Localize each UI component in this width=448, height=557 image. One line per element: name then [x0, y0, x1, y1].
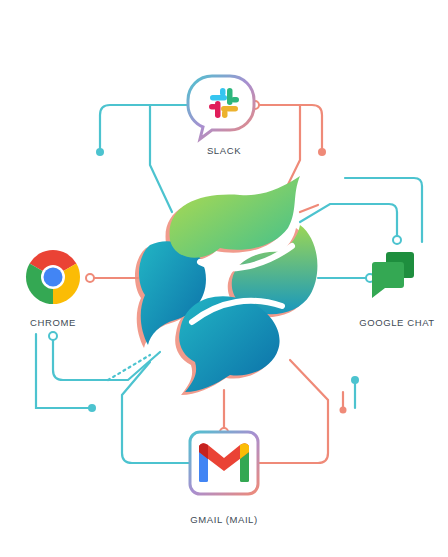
chrome-icon [26, 250, 80, 304]
app-label: GMAIL (MAIL) [188, 514, 260, 525]
app-label: SLACK [205, 145, 243, 156]
app-node: GOOGLE CHAT [350, 244, 444, 328]
app-node: SLACK [186, 70, 262, 156]
wires [36, 105, 422, 463]
slack-icon [188, 76, 254, 139]
app-label: GOOGLE CHAT [357, 317, 437, 328]
app-node: CHROME [14, 244, 92, 328]
central-logo [135, 176, 317, 395]
gmail-icon [190, 432, 258, 494]
google-chat-icon [372, 252, 414, 298]
app-label: CHROME [28, 317, 78, 328]
wire-dots [49, 101, 401, 436]
app-node: GMAIL (MAIL) [178, 428, 270, 525]
